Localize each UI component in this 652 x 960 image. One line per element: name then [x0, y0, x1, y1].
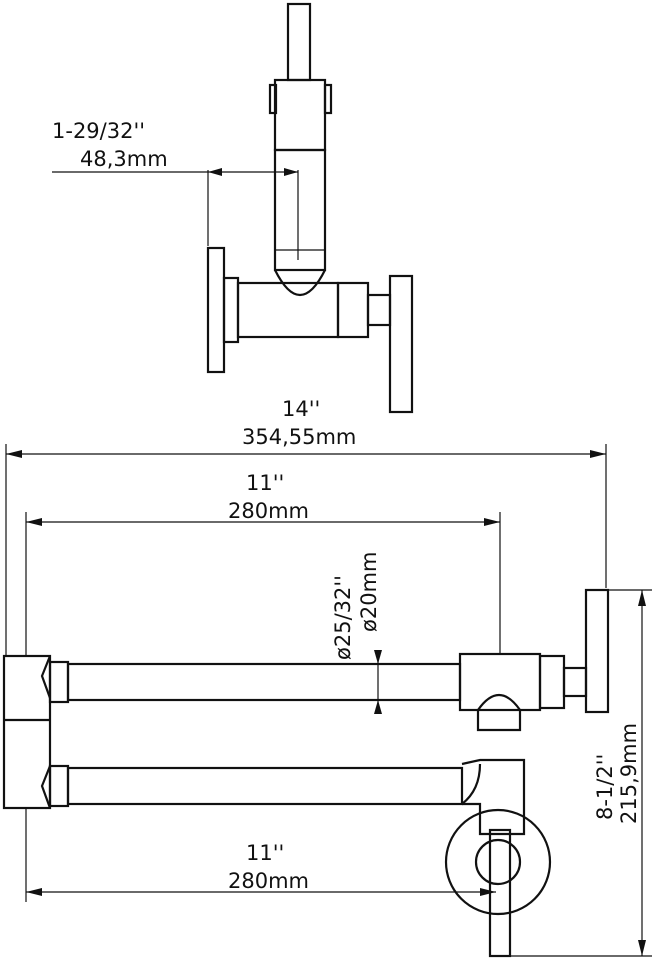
upper-handle: [584, 588, 610, 714]
wall-flange-round: [444, 808, 552, 916]
swivel-joint: [2, 654, 52, 810]
overall-width-imperial-label: 14'': [282, 397, 320, 421]
upper-arm-dimension: 11'' 280mm: [25, 471, 501, 656]
lower-arm-imperial-label: 11'': [246, 841, 284, 865]
upper-arm-imperial-label: 11'': [246, 471, 284, 495]
offset-imperial-label: 1-29/32'': [52, 119, 145, 143]
height-imperial-label: 8-1/2'': [593, 754, 617, 820]
lower-handle: [488, 828, 512, 958]
handle-lever: [388, 274, 414, 414]
diameter-imperial-label: ø25/32'': [331, 575, 355, 660]
front-view: ø25/32'' ø20mm: [2, 552, 610, 958]
overall-width-metric-label: 354,55mm: [242, 425, 356, 449]
height-metric-label: 215,9mm: [617, 723, 641, 824]
lower-pipe: [66, 766, 464, 806]
diameter-metric-label: ø20mm: [357, 552, 381, 632]
lower-arm-metric-label: 280mm: [228, 869, 309, 893]
connector-body: [236, 281, 340, 339]
offset-metric-label: 48,3mm: [80, 147, 168, 171]
vertical-stem: [286, 2, 312, 82]
lower-elbow: [461, 758, 526, 836]
curved-base: [274, 269, 326, 297]
lower-body: [273, 148, 327, 272]
upper-body: [273, 78, 327, 152]
spout-body: [458, 652, 542, 712]
upper-pipe: [66, 662, 462, 702]
upper-arm-metric-label: 280mm: [228, 499, 309, 523]
overall-width-dimension: 14'' 354,55mm: [5, 397, 607, 656]
height-dimension: 8-1/2'' 215,9mm: [510, 589, 652, 957]
wall-flange: [206, 246, 226, 374]
side-view: 1-29/32'' 48,3mm: [52, 2, 414, 414]
lower-arm-dimension: 11'' 280mm: [25, 808, 496, 902]
spout-outlet: [476, 710, 522, 732]
